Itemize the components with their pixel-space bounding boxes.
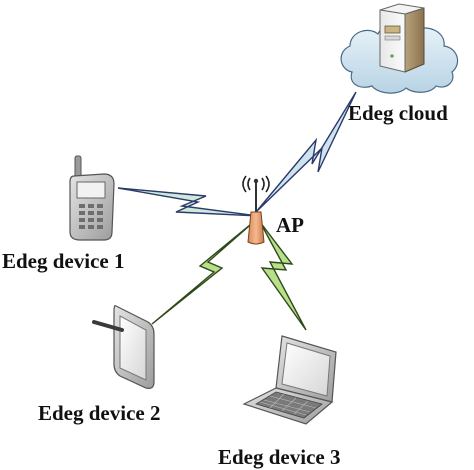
signal-wave-right-outer [265,175,270,193]
link-ap-to-device-1 [117,187,259,217]
ap-body [247,211,265,245]
laptop-icon [242,335,337,425]
link-ap-to-device-2 [151,219,257,325]
edge-device-2-label: Edeg device 2 [38,401,160,425]
edge-cloud-label: Edeg cloud [348,101,448,125]
stylus [92,320,124,332]
wireless-links [117,91,357,331]
cloud-server-icon [340,3,459,94]
laptop-keyboard [255,391,323,419]
laptop-keyboard-grid [259,393,317,416]
wireless-access-point-icon [242,175,270,245]
edge-device-1-label: Edeg device 1 [2,249,124,273]
phone-keypad [79,204,103,229]
server-led [390,54,394,58]
signal-wave-left [247,177,251,191]
signal-wave-left-outer [242,175,247,193]
server-front [379,9,406,73]
signal-wave-right [261,177,265,191]
server-drive-bay [384,25,401,34]
antenna-tip [253,178,259,184]
server-drive-bay [384,35,401,41]
edge-device-3-label: Edeg device 3 [218,445,340,469]
edge-device-2-node: Edeg device 2 [38,305,160,425]
server-side [404,7,425,73]
mobile-phone-icon [69,155,115,241]
tablet-screen [119,315,147,381]
phone-screen [76,181,106,199]
edge-cloud-node: Edeg cloud [340,3,459,125]
tablet-icon [92,305,155,389]
laptop-screen [281,342,331,397]
ap-label: AP [276,213,304,237]
link-ap-to-cloud [255,91,357,213]
link-ap-to-device-3 [259,221,307,331]
access-point-node: AP [242,175,304,245]
edge-device-3-node: Edeg device 3 [218,335,340,469]
phone-antenna [74,155,82,179]
edge-device-1-node: Edeg device 1 [2,155,124,273]
